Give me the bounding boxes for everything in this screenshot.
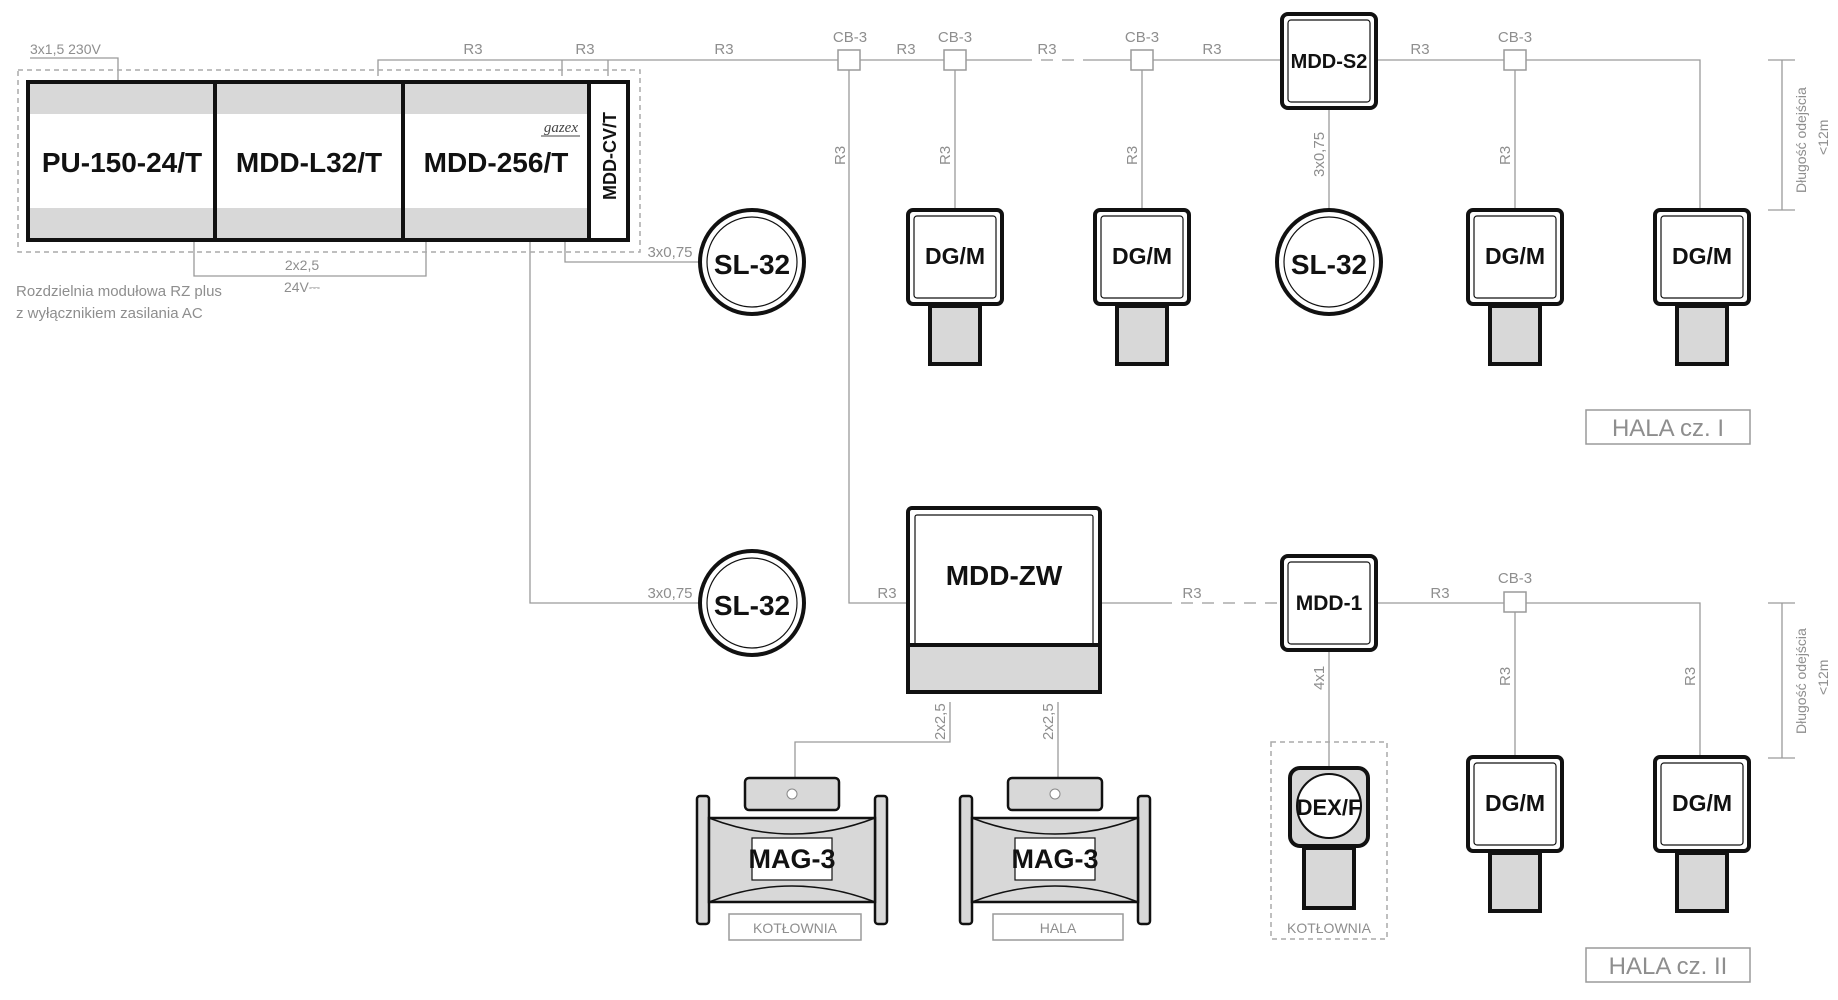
cable-3x075-vertical: 3x0,75 bbox=[1311, 132, 1328, 177]
cable-r3: R3 bbox=[1430, 585, 1449, 602]
wire-zw-mag1 bbox=[794, 702, 951, 778]
wire-top-bus bbox=[377, 59, 1020, 76]
dgm-label: DG/M bbox=[1112, 243, 1172, 269]
cb3-box bbox=[1130, 49, 1154, 71]
area-hala-cz-2: HALA cz. II bbox=[1609, 953, 1728, 980]
wire-mdd1-right bbox=[1376, 602, 1701, 758]
cable-r3: R3 bbox=[1202, 41, 1221, 58]
siren-sl32-3: SL-32 bbox=[698, 549, 806, 657]
cable-r3: R3 bbox=[896, 41, 915, 58]
wire-branch-zw bbox=[848, 60, 908, 604]
wire-top-right bbox=[1376, 59, 1701, 210]
detector-dgm-2: DG/M bbox=[1093, 208, 1191, 366]
cable-cb3: CB-3 bbox=[833, 29, 867, 46]
cb3-junctions bbox=[837, 49, 1527, 613]
cable-r3: R3 bbox=[714, 41, 733, 58]
detector-dgm-5: DG/M bbox=[1466, 755, 1564, 913]
cable-2x25-vertical: 2x2,5 bbox=[932, 703, 949, 740]
cable-r3: R3 bbox=[1037, 41, 1056, 58]
area-kotlownia: KOTŁOWNIA bbox=[753, 920, 838, 936]
sl32-label: SL-32 bbox=[714, 249, 790, 280]
cb3-box bbox=[943, 49, 967, 71]
area-hala: HALA bbox=[1040, 920, 1077, 936]
cb3-box bbox=[1503, 49, 1527, 71]
cb3-box bbox=[837, 49, 861, 71]
cable-r3-vertical: R3 bbox=[1497, 667, 1514, 686]
dgm-label: DG/M bbox=[1485, 243, 1545, 269]
detector-dgm-1: DG/M bbox=[906, 208, 1004, 366]
module-mdd-1: MDD-1 bbox=[1280, 554, 1378, 652]
cable-3x075: 3x0,75 bbox=[647, 585, 692, 602]
valve-mag3-2: MAG-3 bbox=[958, 776, 1152, 926]
cable-labels: R3 R3 R3 R3 R3 R3 R3 CB-3 CB-3 CB-3 CB-3… bbox=[463, 29, 1699, 740]
cable-cb3: CB-3 bbox=[1498, 570, 1532, 587]
cable-3x075: 3x0,75 bbox=[647, 244, 692, 261]
dimension-value-top: <12m bbox=[1815, 120, 1831, 155]
cable-cb3: CB-3 bbox=[1498, 29, 1532, 46]
dgm-label: DG/M bbox=[1672, 790, 1732, 816]
cable-2x25-vertical: 2x2,5 bbox=[1040, 703, 1057, 740]
dimension-markers: Długość odejścia <12m Długość odejścia <… bbox=[1768, 59, 1831, 759]
dgm-label: DG/M bbox=[1672, 243, 1732, 269]
module-mdd-l32: MDD-L32/T bbox=[236, 147, 382, 178]
module-mdd-cv: MDD-CV/T bbox=[600, 112, 620, 200]
dex-f-label: DEX/F bbox=[1297, 795, 1362, 820]
wiring bbox=[30, 57, 1701, 778]
cable-4x1-vertical: 4x1 bbox=[1311, 666, 1328, 690]
dimension-label-top: Długość odejścia bbox=[1793, 87, 1809, 193]
cable-r3-vertical: R3 bbox=[1682, 667, 1699, 686]
cb3-box bbox=[1503, 591, 1527, 613]
cabinet-title: Rozdzielnia modułowa RZ plus bbox=[16, 283, 222, 300]
mdd-1-label: MDD-1 bbox=[1296, 592, 1363, 615]
wire-power bbox=[30, 57, 119, 82]
cable-r3-vertical: R3 bbox=[1497, 146, 1514, 165]
power-label: 3x1,5 230V bbox=[30, 41, 101, 57]
cable-r3-vertical: R3 bbox=[832, 146, 849, 165]
mag3-label: MAG-3 bbox=[749, 844, 836, 874]
detector-dgm-6: DG/M bbox=[1653, 755, 1751, 913]
module-pu-150: PU-150-24/T bbox=[42, 147, 202, 178]
cable-cb3: CB-3 bbox=[1125, 29, 1159, 46]
cable-r3-vertical: R3 bbox=[937, 146, 954, 165]
sl32-label: SL-32 bbox=[714, 590, 790, 621]
cabinet-subtitle: z wyłącznikiem zasilania AC bbox=[16, 305, 203, 322]
detector-dgm-3: DG/M bbox=[1466, 208, 1564, 366]
bus-voltage-label: 24V⎓ bbox=[284, 279, 320, 295]
sl32-label: SL-32 bbox=[1291, 249, 1367, 280]
cable-r3-vertical: R3 bbox=[1124, 146, 1141, 165]
wire-sl32-2 bbox=[529, 238, 700, 604]
module-mdd-s2: MDD-S2 bbox=[1280, 12, 1378, 110]
wire-bus-24v bbox=[193, 238, 427, 277]
mag3-label: MAG-3 bbox=[1012, 844, 1099, 874]
dgm-label: DG/M bbox=[1485, 790, 1545, 816]
cable-cb3: CB-3 bbox=[938, 29, 972, 46]
mdd-zw-label: MDD-ZW bbox=[946, 560, 1063, 591]
cable-r3: R3 bbox=[463, 41, 482, 58]
area-labels: KOTŁOWNIA HALA HALA cz. I HALA cz. II bbox=[728, 409, 1751, 983]
detector-dgm-4: DG/M bbox=[1653, 208, 1751, 366]
area-kotlownia-dex: KOTŁOWNIA bbox=[1287, 920, 1372, 936]
cable-r3: R3 bbox=[1182, 585, 1201, 602]
dgm-label: DG/M bbox=[925, 243, 985, 269]
bus-cable-label: 2x2,5 bbox=[285, 257, 319, 273]
module-mdd-zw: MDD-ZW bbox=[906, 506, 1102, 694]
module-mdd-256: MDD-256/T bbox=[424, 147, 569, 178]
valve-mag3-1: MAG-3 bbox=[695, 776, 889, 926]
cable-r3: R3 bbox=[877, 585, 896, 602]
cable-r3: R3 bbox=[1410, 41, 1429, 58]
mdd-s2-label: MDD-S2 bbox=[1291, 51, 1368, 73]
detector-dex-f: DEX/F KOTŁOWNIA bbox=[1270, 741, 1388, 940]
siren-sl32-2: SL-32 bbox=[1275, 208, 1383, 316]
area-hala-cz-1: HALA cz. I bbox=[1612, 415, 1724, 442]
dimension-value-bottom: <12m bbox=[1815, 660, 1831, 695]
wire-sl32-1 bbox=[564, 238, 700, 263]
siren-sl32-1: SL-32 bbox=[698, 208, 806, 316]
cable-r3: R3 bbox=[575, 41, 594, 58]
dimension-label-bottom: Długość odejścia bbox=[1793, 628, 1809, 734]
brand-gazex: gazex bbox=[544, 120, 578, 136]
cabinet-frame bbox=[17, 69, 641, 253]
cabinet-rz-plus: PU-150-24/T MDD-L32/T MDD-256/T MDD-CV/T… bbox=[17, 69, 641, 253]
